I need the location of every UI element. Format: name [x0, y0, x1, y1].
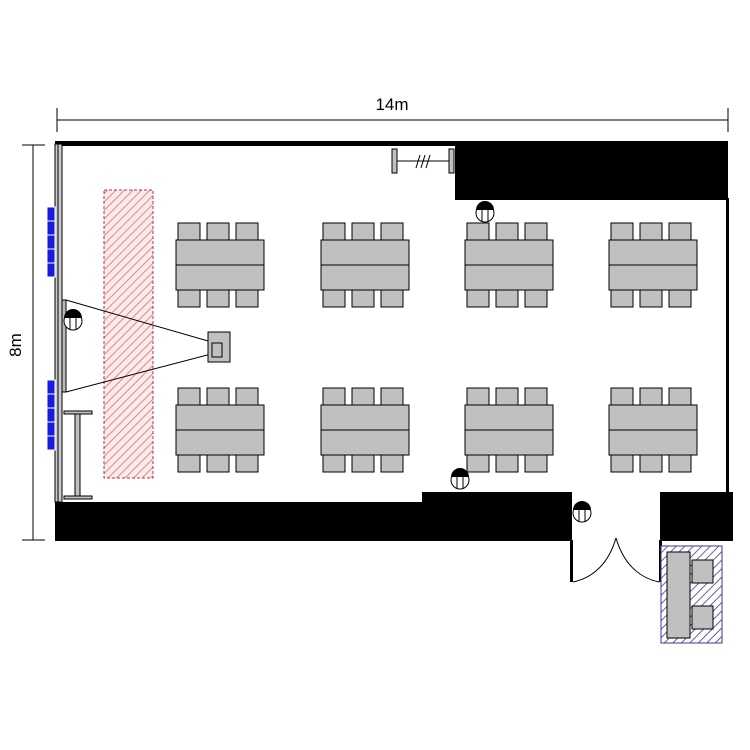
chair — [206, 387, 230, 407]
chair — [380, 387, 404, 407]
chair — [206, 222, 230, 242]
chair — [235, 387, 259, 407]
fire-extinguisher-icon — [572, 501, 592, 523]
table-group — [608, 387, 698, 473]
chair — [351, 222, 375, 242]
chair — [610, 288, 634, 308]
chair — [466, 288, 490, 308]
chair — [351, 288, 375, 308]
chair — [322, 387, 346, 407]
chair — [495, 387, 519, 407]
coat-rack — [391, 148, 455, 174]
chair — [351, 387, 375, 407]
table-group — [320, 387, 410, 473]
table-group — [464, 222, 554, 308]
chair — [380, 288, 404, 308]
stage-area — [103, 189, 154, 479]
chair — [639, 453, 663, 473]
table-group — [320, 222, 410, 308]
chair — [380, 453, 404, 473]
chair — [668, 387, 692, 407]
chair — [177, 387, 201, 407]
height-label: 8m — [6, 333, 25, 357]
table-group — [464, 387, 554, 473]
fire-extinguisher-icon — [475, 201, 495, 223]
chair — [495, 453, 519, 473]
chair — [610, 453, 634, 473]
table-group — [175, 387, 265, 473]
width-label: 14m — [375, 95, 408, 114]
fire-extinguisher-icon — [63, 309, 83, 331]
chair — [524, 453, 548, 473]
chair — [610, 222, 634, 242]
chair — [639, 222, 663, 242]
chair — [466, 453, 490, 473]
chair — [495, 288, 519, 308]
fire-extinguisher-icon — [450, 468, 470, 490]
width-dimension — [56, 108, 729, 132]
chair — [235, 453, 259, 473]
chair — [322, 453, 346, 473]
height-dimension — [22, 144, 45, 541]
table-group — [175, 222, 265, 308]
chair — [177, 222, 201, 242]
table-group — [608, 222, 698, 308]
chair — [235, 288, 259, 308]
chair — [668, 453, 692, 473]
chair — [610, 387, 634, 407]
chair — [495, 222, 519, 242]
projector[interactable] — [65, 299, 231, 393]
chair — [235, 222, 259, 242]
screen-stand — [63, 410, 93, 500]
table-groups — [175, 222, 698, 473]
wall-seats — [46, 206, 56, 451]
chair — [668, 222, 692, 242]
chair — [466, 387, 490, 407]
chair — [322, 222, 346, 242]
chair — [524, 387, 548, 407]
chair — [380, 222, 404, 242]
left-wall-windows — [54, 143, 67, 503]
fire-extinguishers — [63, 201, 592, 523]
chair — [524, 288, 548, 308]
chair — [177, 288, 201, 308]
chair — [524, 222, 548, 242]
reception-desk — [660, 545, 723, 644]
chair — [668, 288, 692, 308]
walls — [55, 141, 733, 582]
chair — [351, 453, 375, 473]
chair — [639, 288, 663, 308]
chair — [466, 222, 490, 242]
chair — [322, 288, 346, 308]
chair — [206, 453, 230, 473]
double-door[interactable] — [572, 537, 660, 583]
chair — [177, 453, 201, 473]
chair — [639, 387, 663, 407]
chair — [206, 288, 230, 308]
